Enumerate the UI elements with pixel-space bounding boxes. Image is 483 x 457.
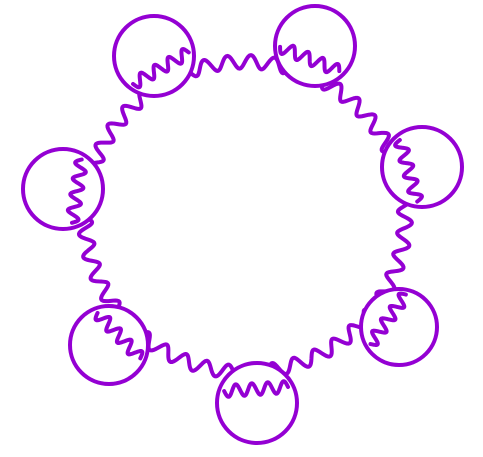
lobe-wavy-chord xyxy=(368,291,408,347)
lobe-wavy-chord xyxy=(131,47,191,90)
lobe-5 xyxy=(359,287,439,367)
lobe-outline xyxy=(112,14,196,98)
lobe-7 xyxy=(215,361,299,445)
lobe-4 xyxy=(21,147,105,231)
lobe-group xyxy=(21,4,464,445)
lobe-1 xyxy=(112,14,196,98)
lobe-wavy-chord xyxy=(278,43,342,75)
lobe-3 xyxy=(380,125,464,209)
lobe-outline xyxy=(215,361,299,445)
lobe-wavy-chord xyxy=(65,157,88,225)
lobe-2 xyxy=(273,4,357,88)
lobe-outline xyxy=(68,304,150,386)
lobe-wavy-chord xyxy=(93,310,145,361)
lobe-wavy-chord xyxy=(393,138,424,204)
lobe-outline xyxy=(273,4,357,88)
lobe-outline xyxy=(359,287,439,367)
lobe-wavy-chord xyxy=(222,379,291,399)
lobe-6 xyxy=(68,304,150,386)
lobe-outline xyxy=(21,147,105,231)
